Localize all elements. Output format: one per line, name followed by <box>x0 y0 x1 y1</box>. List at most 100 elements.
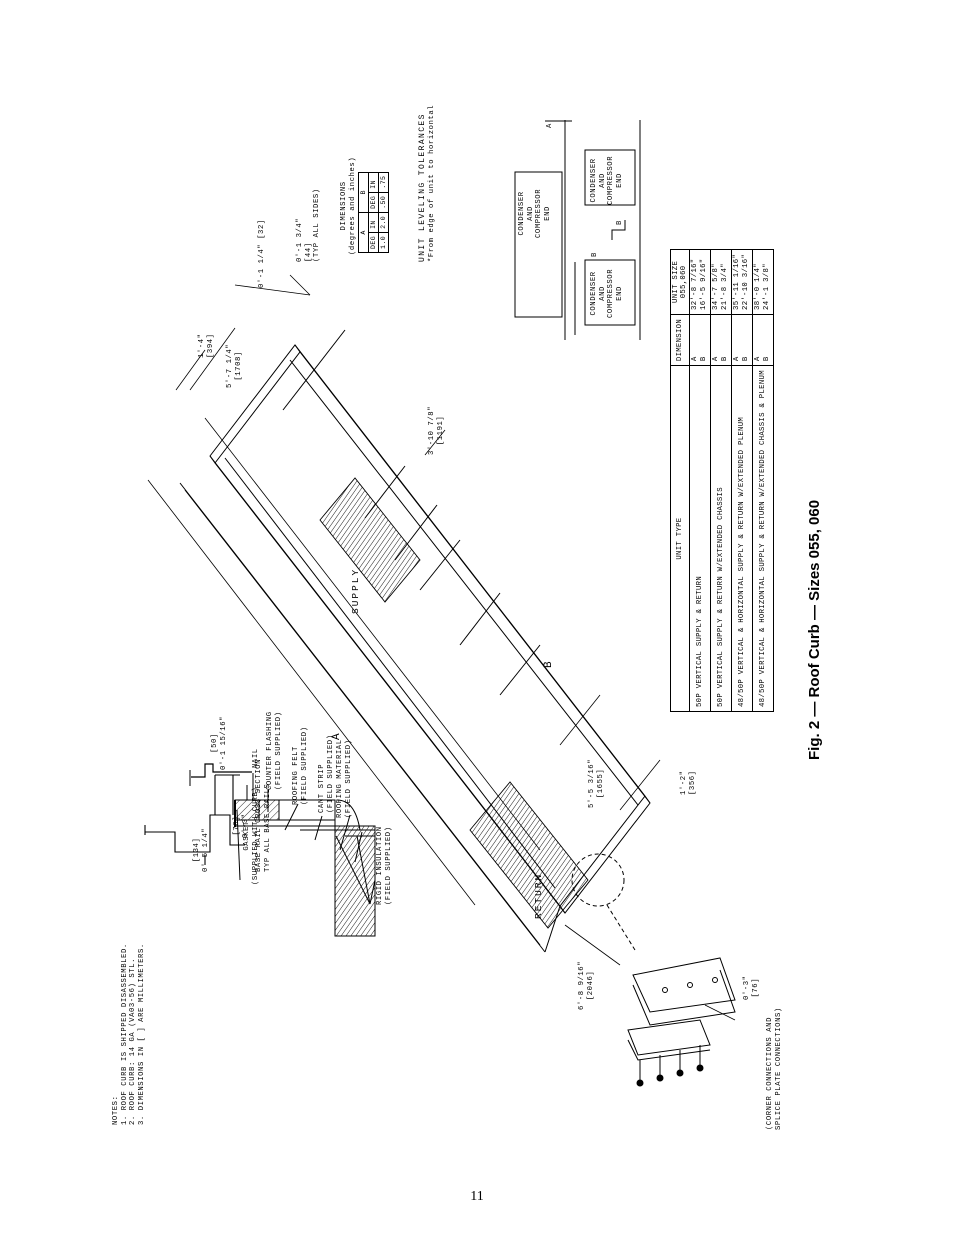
row-value-b: 22'-10 3/16" <box>742 253 750 310</box>
row-dim-a: A <box>733 356 741 362</box>
row-value-b: 16'-5 9/16" <box>700 258 708 310</box>
leveling-title: UNIT LEVELING TOLERANCES <box>418 113 427 262</box>
rigid-insulation-label: RIGID INSULATION <box>376 826 384 905</box>
curb-dim-7: 1'-2" [356] <box>680 770 697 795</box>
table-row: 50P VERTICAL SUPPLY & RETURN W/EXTENDED … <box>710 249 732 712</box>
curb-dim-6-in: 5'-5 3/16" <box>588 758 596 808</box>
row-dim-b: B <box>742 356 750 362</box>
row-dim-a: A <box>712 356 720 362</box>
base-rail-flange-mm: [76] <box>233 815 241 836</box>
table-row: 48/50P VERTICAL & HORIZONTAL SUPPLY & RE… <box>752 249 774 712</box>
roofing-felt-label: ROOFING FELT <box>292 746 300 805</box>
row-value-a: 35'-11 1/16" <box>733 253 741 310</box>
curb-dim-2-in: 5'-7 1/4" <box>226 343 234 388</box>
condenser-end-3-line1: CONDENSER <box>590 158 598 203</box>
leveling-header-title: DIMENSIONS <box>340 181 348 231</box>
leveling-col-b: B <box>358 172 369 213</box>
corner-connections-line1: (CORNER CONNECTIONS AND <box>766 1016 774 1130</box>
leveling-table-wrap: A B DEG IN DEG IN 1.0 2.0 .50 .75 <box>358 172 389 253</box>
condenser-end-label-2: CONDENSER AND COMPRESSOR END <box>590 269 624 318</box>
curb-dim-9: 0'-3" [76] <box>743 975 760 1000</box>
base-rail-height-mm: [134] <box>193 837 201 863</box>
cant-strip-label: CANT STRIP <box>318 763 326 813</box>
curb-dim-1-mm: [394] <box>206 333 215 358</box>
condenser-end-3-line3: COMPRESSOR <box>607 155 616 205</box>
curb-dim-4-note: (TYP ALL SIDES) <box>313 188 322 262</box>
leveling-marker-b-2: B <box>591 252 599 257</box>
leveling-table: A B DEG IN DEG IN 1.0 2.0 .50 .75 <box>358 172 389 253</box>
dimension-lines <box>147 274 736 1021</box>
roofing-felt-callout: ROOFING FELT (FIELD SUPPLIED) <box>292 726 309 805</box>
counter-flashing-note: (FIELD SUPPLIED) <box>274 711 283 790</box>
curb-dim-4: 0'-1 3/4" [44] (TYP ALL SIDES) <box>296 188 322 262</box>
corner-connections-callout: (CORNER CONNECTIONS AND SPLICE PLATE CON… <box>766 1007 783 1130</box>
base-rail-title: BASE RAIL CROSS SECTION TYP ALL BASE RAI… <box>255 759 272 872</box>
cant-strip-callout: CANT STRIP (FIELD SUPPLIED) <box>318 734 335 813</box>
row-unit-type: 50P VERTICAL SUPPLY & RETURN W/EXTENDED … <box>710 365 732 712</box>
curb-dim-9-in: 0'-3" <box>743 975 751 1000</box>
curb-dim-2-mm: [1708] <box>234 351 243 381</box>
note-1: 1. ROOF CURB IS SHIPPED DISASSEMBLED. <box>120 943 129 1125</box>
curb-dim-6: 5'-5 3/16" [1655] <box>588 759 605 808</box>
condenser-end-1-line4: END <box>543 206 552 221</box>
base-rail-height-dim: [134] 0'-5 1/4" <box>193 828 210 872</box>
corner-connections-line2: SPLICE PLATE CONNECTIONS) <box>774 1007 783 1130</box>
return-opening <box>469 781 589 929</box>
leveling-value: .50 <box>378 192 389 213</box>
row-value-a: 34'-7 5/8" <box>712 263 720 310</box>
leveling-marker-a: A <box>546 123 554 128</box>
condenser-end-3-line2: AND <box>598 173 607 188</box>
row-dim-b: B <box>700 356 708 362</box>
notes-heading: NOTES: <box>112 1095 120 1125</box>
row-dim-a: A <box>754 356 762 362</box>
curb-dim-8: 6'-8 9/16" [2046] <box>578 961 595 1010</box>
curb-dim-1: 1'-4" [394] <box>198 333 215 358</box>
leveling-header: DIMENSIONS (degrees and inches) <box>340 157 357 255</box>
base-rail-height-in: 0'-5 1/4" <box>201 827 210 872</box>
corner-detail <box>571 853 736 1087</box>
leveling-col-a: A <box>358 212 369 253</box>
leveling-unit: IN <box>368 172 379 193</box>
condenser-end-3-line4: END <box>615 173 624 188</box>
base-rail-section <box>144 774 245 865</box>
curb-detail <box>189 763 376 937</box>
roofing-material-label: ROOFING MATERIAL <box>336 739 344 818</box>
curb-dim-3: 0'-1 1/4" [32] <box>258 219 267 288</box>
base-rail-title-line2: TYP ALL BASE RAILS <box>263 783 272 872</box>
row-unit-type: 48/50P VERTICAL & HORIZONTAL SUPPLY & RE… <box>752 365 774 712</box>
base-rail-width-dim: [50] 0'-1 15/16" <box>211 716 228 770</box>
base-rail-title-line1: BASE RAIL CROSS SECTION <box>255 758 263 872</box>
leveling-diagram <box>514 120 641 340</box>
base-rail-flange-dim: [76] 0'-3" <box>233 813 250 838</box>
row-unit-type: 48/50P VERTICAL & HORIZONTAL SUPPLY & RE… <box>731 365 753 712</box>
return-label: RETURN <box>533 872 544 919</box>
curb-dim-2: 5'-7 1/4" [1708] <box>226 344 243 388</box>
row-unit-type: 50P VERTICAL SUPPLY & RETURN <box>689 365 711 712</box>
condenser-end-1-line3: COMPRESSOR <box>535 188 544 238</box>
table-row: 48/50P VERTICAL & HORIZONTAL SUPPLY & RE… <box>731 249 753 712</box>
curb-dim-3-text: 0'-1 1/4" [32] <box>258 219 266 288</box>
row-value-a: 38'-0 1/4" <box>754 263 762 310</box>
condenser-end-2-line1: CONDENSER <box>590 271 598 316</box>
curb-dim-7-mm: [356] <box>688 770 697 795</box>
row-dim-b: B <box>763 356 771 362</box>
base-rail-width-mm: [50] <box>211 733 219 753</box>
row-dim-a: A <box>691 356 699 362</box>
curb-dim-5: 3'-10 7/8" [1191] <box>428 406 445 455</box>
figure-caption: Fig. 2 — Roof Curb — Sizes 055, 060 <box>806 499 823 760</box>
notes-block: NOTES: 1. ROOF CURB IS SHIPPED DISASSEMB… <box>112 943 146 1125</box>
leveling-unit: DEG <box>368 232 379 253</box>
dimension-a-label: A <box>331 733 343 740</box>
condenser-end-1-line1: CONDENSER <box>518 191 526 236</box>
leveling-unit: IN <box>368 212 379 233</box>
leveling-value: 2.0 <box>378 212 389 233</box>
row-value-b: 24'-1 3/8" <box>763 263 771 310</box>
page-number: 11 <box>470 1189 484 1204</box>
curb-dim-6-mm: [1655] <box>596 768 605 799</box>
curb-dim-5-mm: [1191] <box>436 415 445 446</box>
